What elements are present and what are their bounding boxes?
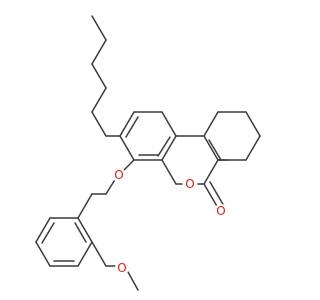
benzyl-ring-bond <box>77 241 93 267</box>
cyclohexene-double-bond <box>208 139 222 161</box>
hexyl-chain-bond <box>91 87 107 113</box>
lactone-ring-bond <box>203 135 219 161</box>
lactone-ring-bond <box>161 159 177 185</box>
lactone-ring-bond <box>203 159 219 185</box>
lactone-oxygen-label: O <box>185 177 194 191</box>
methoxy-oxygen-label: O <box>117 261 126 275</box>
carbonyl-oxygen-atom: O <box>214 204 228 218</box>
aromatic-ring-bond <box>161 111 177 137</box>
cyclohexene-bond <box>203 111 219 137</box>
hexyl-chain-bond <box>91 15 107 41</box>
lactone-ring-oxygen-atom: O <box>183 177 197 191</box>
cyclohexene-bond <box>245 111 261 137</box>
aromatic-double-bond <box>125 116 139 138</box>
aromatic-ring-bond <box>161 135 177 161</box>
aromatic-double-bond <box>157 136 171 157</box>
benzyl-ring-bond <box>35 241 51 267</box>
hexyl-chain-bond <box>91 39 107 65</box>
methoxy-bond <box>127 271 139 291</box>
hexyl-chain-bond <box>91 63 107 89</box>
ether-bond <box>105 177 117 195</box>
ether-bond <box>121 159 135 173</box>
ether-oxygen-atom: O <box>112 168 126 182</box>
cyclohexene-bond <box>245 135 261 161</box>
hexyl-chain-bond <box>91 111 107 137</box>
molecule-skeleton <box>35 15 261 291</box>
benzyl-double-bond <box>74 222 87 243</box>
chemical-structure-diagram: O O O O <box>35 15 261 291</box>
aromatic-ring-bond <box>119 111 135 137</box>
benzyl-ring-bond <box>77 193 93 219</box>
benzyl-ring-bond <box>35 217 51 243</box>
carbonyl-bond <box>203 183 219 209</box>
carbonyl-oxygen-label: O <box>216 204 225 218</box>
methoxy-oxygen-atom: O <box>115 261 129 275</box>
carbonyl-double-bond <box>209 181 225 207</box>
ether-oxygen-label: O <box>114 168 123 182</box>
benzyl-ring-bond <box>77 217 93 243</box>
methoxy-bond <box>91 241 107 267</box>
benzyl-double-bond <box>41 222 55 244</box>
aromatic-ring-bond <box>119 135 135 161</box>
